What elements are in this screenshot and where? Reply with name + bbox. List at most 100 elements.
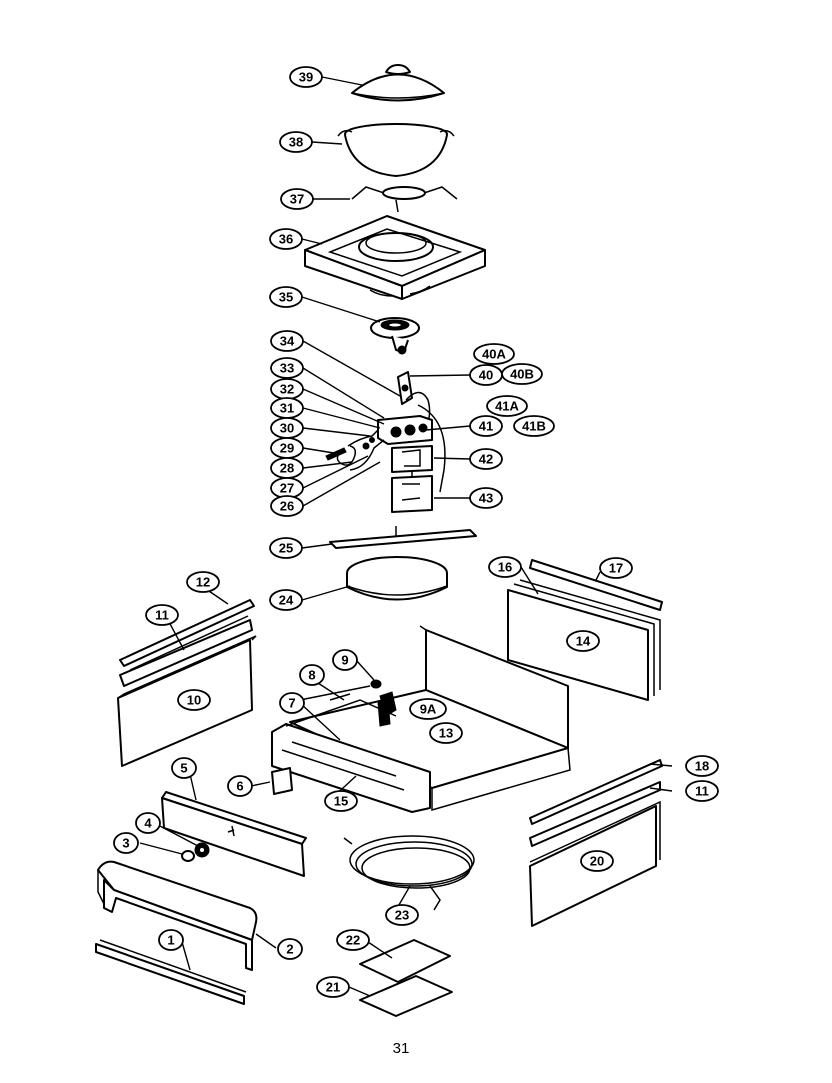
part-23-hose-coil xyxy=(343,835,475,911)
svg-text:10: 10 xyxy=(187,693,201,708)
callout-33: 33 xyxy=(270,357,304,379)
svg-text:41: 41 xyxy=(479,419,493,434)
callout-12: 12 xyxy=(186,571,220,593)
callout-37: 37 xyxy=(280,188,314,210)
callout-14: 14 xyxy=(566,630,600,652)
callout-16: 16 xyxy=(488,556,522,578)
callout-21: 21 xyxy=(316,976,350,998)
svg-text:41A: 41A xyxy=(495,399,519,414)
callout-40B: 40B xyxy=(501,363,543,385)
callout-15: 15 xyxy=(324,790,358,812)
callout-7: 7 xyxy=(279,692,305,714)
callout-22: 22 xyxy=(336,929,370,951)
parts-drawings xyxy=(95,64,663,1017)
callout-40A: 40A xyxy=(473,343,515,365)
callout-35: 35 xyxy=(269,286,303,308)
callout-26: 26 xyxy=(270,495,304,517)
svg-text:36: 36 xyxy=(279,232,293,247)
svg-text:39: 39 xyxy=(299,70,313,85)
callout-5: 5 xyxy=(171,757,197,779)
svg-text:1: 1 xyxy=(167,933,174,948)
svg-text:8: 8 xyxy=(308,668,315,683)
svg-text:11: 11 xyxy=(155,608,169,623)
svg-text:17: 17 xyxy=(609,561,623,576)
part-21-22-sheets xyxy=(359,939,453,1017)
callout-28: 28 xyxy=(270,457,304,479)
svg-text:16: 16 xyxy=(498,560,512,575)
callout-11b: 11 xyxy=(685,780,719,802)
svg-text:24: 24 xyxy=(279,593,294,608)
svg-text:40: 40 xyxy=(479,368,493,383)
svg-text:3: 3 xyxy=(122,836,129,851)
svg-text:15: 15 xyxy=(334,794,348,809)
callout-39: 39 xyxy=(289,66,323,88)
svg-text:12: 12 xyxy=(196,575,210,590)
svg-text:2: 2 xyxy=(286,942,293,957)
callout-30: 30 xyxy=(270,417,304,439)
svg-text:4: 4 xyxy=(144,816,152,831)
part-24-ring-band xyxy=(346,556,448,601)
part-5-control-panel xyxy=(161,791,307,877)
callout-18: 18 xyxy=(685,755,719,777)
svg-text:40B: 40B xyxy=(510,367,534,382)
svg-text:28: 28 xyxy=(280,461,294,476)
svg-text:20: 20 xyxy=(590,854,604,869)
callout-25: 25 xyxy=(269,537,303,559)
part-11-12-left-rails xyxy=(119,599,255,687)
svg-text:13: 13 xyxy=(439,726,453,741)
callout-36: 36 xyxy=(269,228,303,250)
svg-text:35: 35 xyxy=(279,290,293,305)
part-35-burner xyxy=(370,317,420,355)
svg-text:32: 32 xyxy=(280,382,294,397)
callout-31: 31 xyxy=(270,397,304,419)
svg-text:6: 6 xyxy=(236,779,243,794)
part-3-4-knob xyxy=(181,842,210,862)
callout-4: 4 xyxy=(135,812,161,834)
svg-text:34: 34 xyxy=(280,334,295,349)
part-36-burner-box xyxy=(304,215,486,300)
svg-text:9: 9 xyxy=(341,653,348,668)
callout-40: 40 xyxy=(469,364,503,386)
callout-labels: 39 38 37 36 35 34 33 32 31 30 29 28 27 2… xyxy=(113,66,719,998)
part-38-wok xyxy=(337,123,455,177)
svg-text:18: 18 xyxy=(695,759,709,774)
svg-text:21: 21 xyxy=(326,980,340,995)
callout-42: 42 xyxy=(469,448,503,470)
svg-text:41B: 41B xyxy=(522,419,546,434)
callout-32: 32 xyxy=(270,378,304,400)
svg-text:22: 22 xyxy=(346,933,360,948)
callout-34: 34 xyxy=(270,330,304,352)
callout-27: 27 xyxy=(270,477,304,499)
callout-11a: 11 xyxy=(145,604,179,626)
callout-41A: 41A xyxy=(486,395,528,417)
callout-2: 2 xyxy=(277,938,303,960)
callout-9A: 9A xyxy=(409,698,447,720)
part-25-support-bar xyxy=(329,526,477,549)
callout-17: 17 xyxy=(599,557,633,579)
part-1-front-rail xyxy=(95,939,247,1005)
part-9-9A-valve xyxy=(370,679,397,727)
callout-41B: 41B xyxy=(513,415,555,437)
svg-text:38: 38 xyxy=(289,135,303,150)
svg-text:11: 11 xyxy=(695,784,709,799)
part-7-8-15-tube-frame xyxy=(271,685,431,813)
callout-1: 1 xyxy=(158,929,184,951)
callout-41: 41 xyxy=(469,415,503,437)
svg-text:33: 33 xyxy=(280,361,294,376)
part-37-wok-ring xyxy=(351,186,458,213)
part-6-bracket xyxy=(271,767,293,795)
svg-text:14: 14 xyxy=(576,634,591,649)
svg-text:37: 37 xyxy=(290,192,304,207)
svg-text:9A: 9A xyxy=(420,702,437,717)
callout-9: 9 xyxy=(332,649,358,671)
callout-3: 3 xyxy=(113,832,139,854)
callout-8: 8 xyxy=(299,664,325,686)
svg-text:31: 31 xyxy=(280,401,294,416)
svg-text:29: 29 xyxy=(280,441,294,456)
part-2-front-cover xyxy=(97,860,258,971)
svg-text:5: 5 xyxy=(180,761,187,776)
callout-10: 10 xyxy=(177,689,211,711)
page-number: 31 xyxy=(392,1040,410,1057)
callout-38: 38 xyxy=(279,131,313,153)
